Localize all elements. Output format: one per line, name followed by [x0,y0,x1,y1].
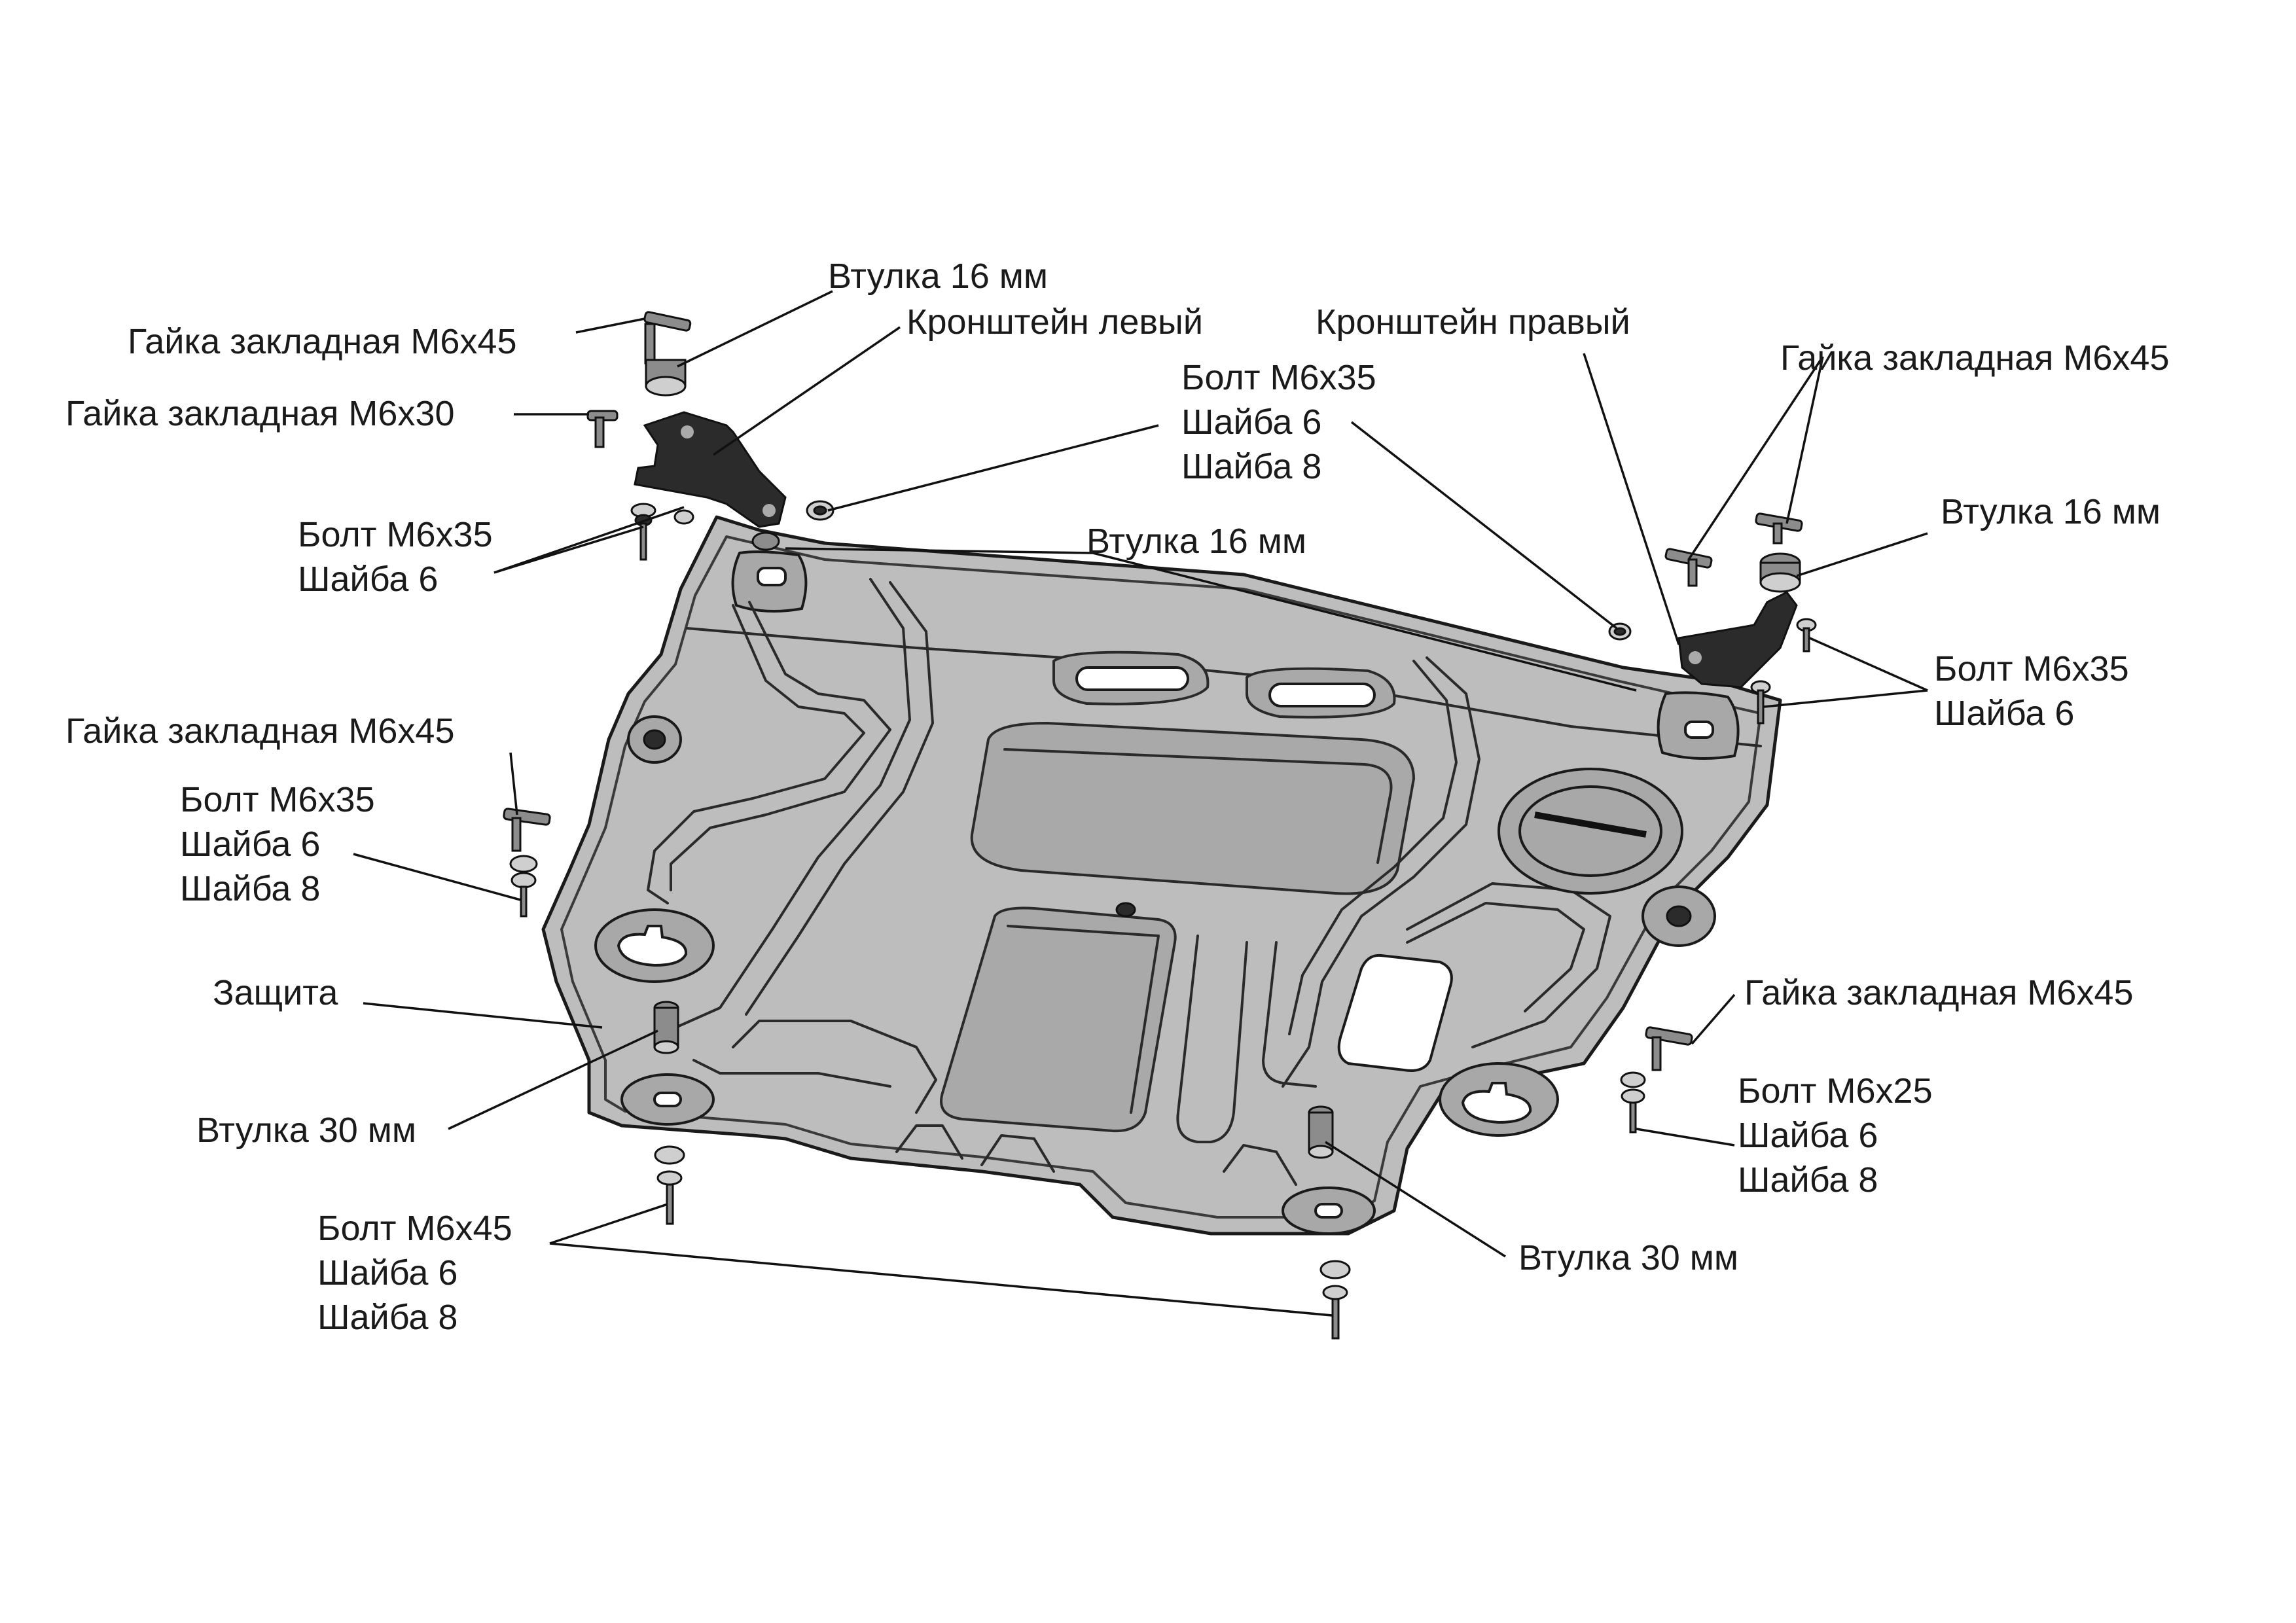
leader-lines [353,290,1928,1317]
label-guard: Защита [213,973,338,1012]
nut-m6x30 [586,410,619,448]
bushing-16-right [1759,552,1801,593]
label-bolt-right-low: Болт М6х25 Шайба 6 Шайба 8 [1738,1071,1943,1200]
label-line: Шайба 8 [1738,1160,1878,1200]
label-line: Шайба 8 [1181,447,1321,486]
label-bolt-center-top: Болт М6х35 Шайба 6 Шайба 8 [1181,358,1386,486]
label-nut-m6x45-left-mid: Гайка закладная М6х45 [65,711,455,751]
label-line: Шайба 6 [317,1253,457,1293]
label-bushing16-left: Втулка 16 мм [828,257,1048,296]
bushing-16-center [751,531,780,551]
label-line: Шайба 6 [1934,694,2074,733]
bolt-bottom-right [1319,1260,1351,1340]
bracket-left [634,411,787,528]
bolt-right-upper [1750,618,1817,724]
label-bolt-right-upper: Болт М6х35 Шайба 6 [1934,649,2139,733]
label-bushing16-right: Втулка 16 мм [1941,492,2161,531]
label-line: Шайба 6 [298,560,438,599]
label-bolt-left-upper: Болт М6х35 Шайба 6 [298,515,503,599]
label-line: Шайба 6 [180,825,320,864]
labels: Втулка 16 мм Кронштейн левый Гайка закла… [65,257,2170,1337]
label-line: Болт М6х35 [298,515,493,554]
label-nut-m6x30: Гайка закладная М6х30 [65,394,455,433]
nut-m6x45-top-left [643,311,692,365]
nut-m6x45-top-right [1664,512,1803,587]
label-line: Шайба 8 [180,869,320,908]
label-line: Болт М6х35 [1181,358,1376,397]
bolt-center-top [806,500,834,521]
bushing-30-right [1308,1105,1334,1159]
bracket-right [1677,591,1798,688]
bolt-bottom-left [654,1145,685,1225]
label-line: Болт М6х35 [180,780,375,819]
nut-m6x45-left-mid [503,808,551,852]
label-line: Болт М6х25 [1738,1071,1933,1111]
label-line: Шайба 8 [317,1298,457,1337]
label-line: Шайба 6 [1738,1116,1878,1155]
label-nut-m6x45-right-low: Гайка закладная М6х45 [1744,973,2134,1012]
bolt-right-low [1620,1071,1646,1133]
bushing-16-left [645,359,687,397]
label-bracket-right: Кронштейн правый [1316,302,1630,342]
label-bolt-bottom: Болт М6х45 Шайба 6 Шайба 8 [317,1209,522,1337]
nut-m6x45-right-low [1645,1026,1693,1071]
label-bushing16-center: Втулка 16 мм [1086,522,1306,561]
protection-plate [541,515,1782,1236]
label-line: Болт М6х35 [1934,649,2129,688]
label-bushing30-left: Втулка 30 мм [196,1111,416,1150]
label-nut-m6x45-top-right: Гайка закладная М6х45 [1780,338,2170,378]
label-bracket-left: Кронштейн левый [906,302,1203,342]
label-bushing30-right: Втулка 30 мм [1518,1238,1738,1277]
bushing-30-left [653,1001,679,1054]
label-nut-m6x45-top-left: Гайка закладная М6х45 [128,322,517,361]
bolt-left-mid [509,855,538,918]
label-bolt-left-mid: Болт М6х35 Шайба 6 Шайба 8 [180,780,385,908]
label-line: Болт М6х45 [317,1209,512,1248]
label-line: Шайба 6 [1181,402,1321,442]
bolt-left-upper [630,503,694,561]
